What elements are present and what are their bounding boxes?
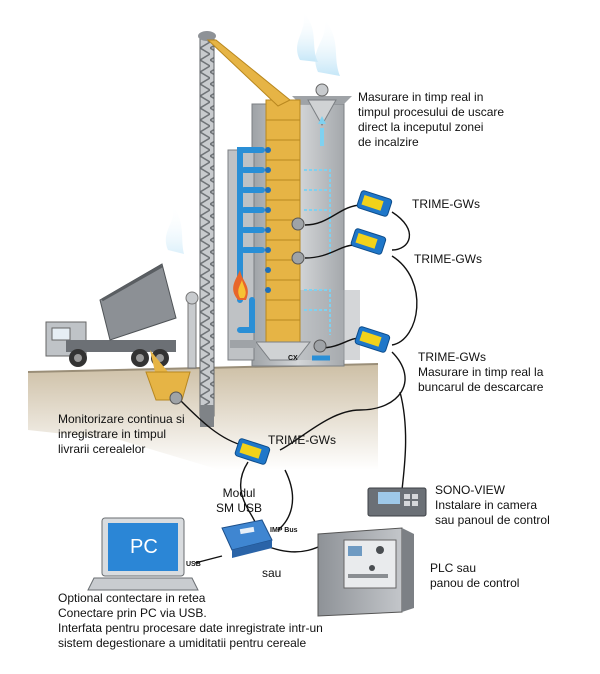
imp-bus-label: IMP Bus [270,527,298,534]
delivery-note: Monitorizare continua si inregistrare in… [58,412,185,456]
steam-plumes [165,10,340,254]
bottom-note: Optional contectare in retea Conectare p… [58,591,323,650]
grain-elevator-icon [185,31,291,427]
laptop-icon [87,517,199,591]
plc-cabinet-icon [317,527,414,617]
flame-icon [233,270,248,300]
trime-label-top: TRIME-GWs [412,197,480,211]
sono-view-device-icon [367,487,427,517]
trime-label-bottom: TRIME-GWs [268,433,336,447]
sono-view-note: SONO-VIEW Instalare in camera sau panoul… [435,483,550,527]
sm-usb-label: Modul SM USB [216,486,263,515]
realtime-drying-note: Masurare in timp real in timpul procesul… [358,90,505,149]
plc-label: PLC sau panou de control [430,561,520,590]
sau-label: sau [262,566,282,580]
trime-label-mid: TRIME-GWs [414,252,482,266]
trime-sensor-icon [169,190,393,465]
svg-text:CX: CX [288,355,298,362]
pc-screen-text: PC [130,536,158,558]
bunker-note: TRIME-GWs Masurare in timp real la bunca… [418,350,544,394]
usb-label: USB [186,561,201,568]
usb-module-icon [221,519,273,558]
truck-icon [45,263,191,401]
